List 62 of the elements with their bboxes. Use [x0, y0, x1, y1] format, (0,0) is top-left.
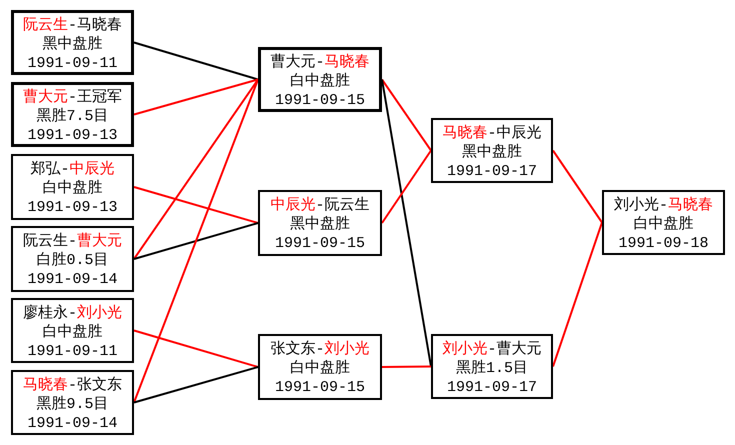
bracket-line: [381, 79, 432, 367]
bracket-line: [381, 78, 432, 152]
game-result: 白中盘胜: [290, 359, 350, 378]
game-result: 黑胜7.5目: [36, 107, 108, 126]
player-names: 刘小光-马晓春: [614, 196, 713, 215]
game-date: 1991-09-15: [274, 378, 365, 397]
game-result: 黑中盘胜: [462, 143, 522, 162]
bracket-line: [552, 222, 603, 367]
match-box: [602, 190, 725, 255]
player-names: 马晓春-中辰光: [442, 124, 542, 143]
game-date: 1991-09-11: [27, 54, 118, 73]
match-box: [431, 118, 553, 183]
player-names: 曹大元-王冠军: [22, 88, 122, 107]
game-date: 1991-09-13: [27, 126, 118, 145]
match-box: [11, 226, 134, 292]
player-names: 刘小光-曹大元: [442, 340, 542, 359]
game-date: 1991-09-15: [274, 234, 365, 253]
player-names: 廖桂永-刘小光: [22, 304, 122, 323]
game-result: 黑中盘胜: [290, 215, 350, 234]
match-box: [258, 334, 382, 400]
game-date: 1991-09-13: [27, 198, 118, 217]
game-result: 黑胜1.5目: [456, 359, 528, 378]
bracket-line: [133, 79, 259, 403]
bracket-line: [133, 78, 259, 260]
game-date: 1991-09-14: [27, 414, 118, 433]
match-box: [431, 334, 553, 399]
game-result: 白中盘胜: [42, 179, 102, 198]
game-result: 黑中盘胜: [42, 35, 102, 54]
player-names: 阮云生-曹大元: [22, 232, 122, 251]
bracket-line: [134, 222, 258, 260]
player-names: 张文东-刘小光: [270, 340, 370, 359]
bracket-line: [134, 366, 258, 404]
bracket-line: [381, 150, 432, 224]
game-result: 白中盘胜: [634, 215, 694, 234]
match-box: [11, 82, 134, 147]
bracket-line: [134, 186, 258, 224]
game-result: 白胜0.5目: [36, 251, 108, 270]
bracket-line: [134, 78, 258, 116]
game-date: 1991-09-17: [446, 378, 537, 397]
game-result: 白中盘胜: [42, 323, 102, 342]
match-box: [258, 47, 382, 112]
game-date: 1991-09-17: [446, 162, 537, 181]
game-date: 1991-09-11: [27, 342, 118, 361]
player-names: 马晓春-张文东: [22, 376, 122, 395]
game-date: 1991-09-18: [618, 234, 708, 253]
player-names: 曹大元-马晓春: [270, 53, 370, 72]
game-result: 黑胜9.5目: [36, 395, 108, 414]
bracket-line: [552, 150, 603, 224]
bracket-line: [134, 330, 258, 368]
match-box: [11, 154, 134, 220]
match-box: [11, 298, 134, 363]
game-date: 1991-09-15: [274, 91, 365, 110]
player-names: 阮云生-马晓春: [22, 16, 122, 35]
bracket-line: [134, 42, 258, 80]
match-box: [11, 10, 134, 75]
game-result: 白中盘胜: [290, 72, 350, 91]
player-names: 郑弘-中辰光: [30, 160, 114, 179]
match-box: [11, 370, 134, 435]
game-date: 1991-09-14: [27, 270, 118, 289]
player-names: 中辰光-阮云生: [270, 196, 370, 215]
match-box: [258, 190, 382, 256]
bracket-line: [382, 366, 432, 368]
